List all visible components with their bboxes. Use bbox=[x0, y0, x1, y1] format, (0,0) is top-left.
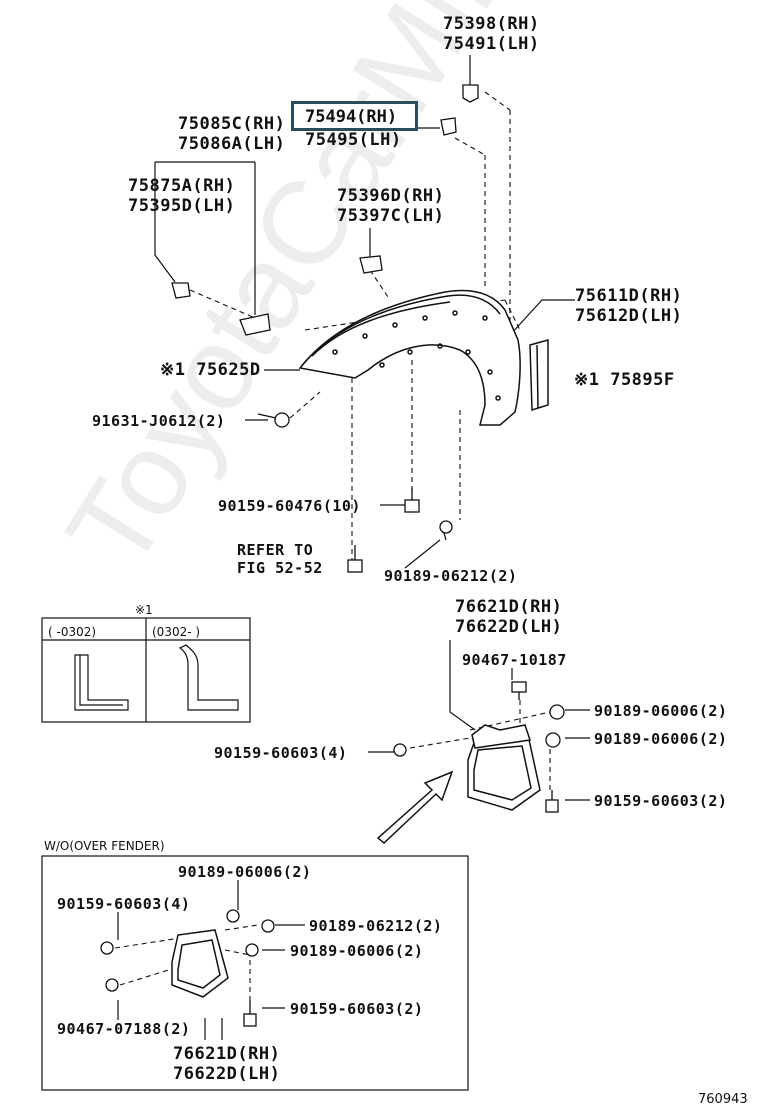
inset-col-early: ( -0302) bbox=[48, 625, 97, 639]
wo-label-90189-06006-a[interactable]: 90189-06006(2) bbox=[178, 863, 312, 881]
label-90189-06212[interactable]: 90189-06212(2) bbox=[384, 567, 518, 585]
label-90159-60603-4[interactable]: 90159-60603(4) bbox=[214, 744, 348, 762]
label-75495[interactable]: 75495(LH) bbox=[305, 130, 402, 150]
fender-flare bbox=[298, 289, 521, 426]
label-90467-10187[interactable]: 90467-10187 bbox=[462, 651, 567, 669]
label-75612[interactable]: 75612D(LH) bbox=[575, 306, 683, 326]
wo-label-90159-60603-4[interactable]: 90159-60603(4) bbox=[57, 895, 191, 913]
moulding-strip bbox=[529, 339, 549, 412]
wo-title: W/O(OVER FENDER) bbox=[44, 839, 165, 853]
label-76621-main[interactable]: 76621D(RH) bbox=[455, 597, 563, 617]
label-75397[interactable]: 75397C(LH) bbox=[337, 206, 445, 226]
mud-flap-wo bbox=[171, 929, 229, 998]
label-90189-06006-b[interactable]: 90189-06006(2) bbox=[594, 730, 728, 748]
label-75895[interactable]: ※1 75895F bbox=[574, 370, 675, 390]
label-75396[interactable]: 75396D(RH) bbox=[337, 186, 445, 206]
inset-title: ※1 bbox=[135, 603, 153, 617]
mud-flap bbox=[467, 724, 541, 811]
label-75086[interactable]: 75086A(LH) bbox=[178, 134, 286, 154]
label-refer-fig[interactable]: FIG 52-52 bbox=[237, 559, 323, 577]
bolts bbox=[100, 488, 565, 1027]
label-75491[interactable]: 75491(LH) bbox=[443, 34, 540, 54]
wo-label-90467-07188[interactable]: 90467-07188(2) bbox=[57, 1020, 191, 1038]
wo-label-76622[interactable]: 76622D(LH) bbox=[173, 1064, 281, 1084]
label-76622-main[interactable]: 76622D(LH) bbox=[455, 617, 563, 637]
leader-lines bbox=[117, 55, 590, 1040]
clips bbox=[171, 84, 479, 428]
label-90159-60603-2[interactable]: 90159-60603(2) bbox=[594, 792, 728, 810]
wo-label-90189-06212[interactable]: 90189-06212(2) bbox=[309, 917, 443, 935]
wo-box bbox=[41, 855, 469, 1091]
wo-label-90159-60603-2[interactable]: 90159-60603(2) bbox=[290, 1000, 424, 1018]
label-refer-to: REFER TO bbox=[237, 541, 314, 559]
label-75395[interactable]: 75395D(LH) bbox=[128, 196, 236, 216]
wo-label-90189-06006-b[interactable]: 90189-06006(2) bbox=[290, 942, 424, 960]
label-75875[interactable]: 75875A(RH) bbox=[128, 176, 236, 196]
inset-box bbox=[41, 617, 251, 723]
label-90159-60476[interactable]: 90159-60476(10) bbox=[218, 497, 361, 515]
wo-label-76621[interactable]: 76621D(RH) bbox=[173, 1044, 281, 1064]
inset-col-late: (0302- ) bbox=[152, 625, 201, 639]
diagram-id: 760943 bbox=[698, 1092, 748, 1107]
direction-arrow bbox=[376, 770, 454, 845]
label-90189-06006-a[interactable]: 90189-06006(2) bbox=[594, 702, 728, 720]
highlighted-part[interactable]: 75494(RH) bbox=[291, 101, 418, 131]
label-75085[interactable]: 75085C(RH) bbox=[178, 114, 286, 134]
label-75625[interactable]: ※1 75625D bbox=[160, 360, 261, 380]
label-75398[interactable]: 75398(RH) bbox=[443, 14, 540, 34]
label-75611[interactable]: 75611D(RH) bbox=[575, 286, 683, 306]
label-91631[interactable]: 91631-J0612(2) bbox=[92, 412, 226, 430]
